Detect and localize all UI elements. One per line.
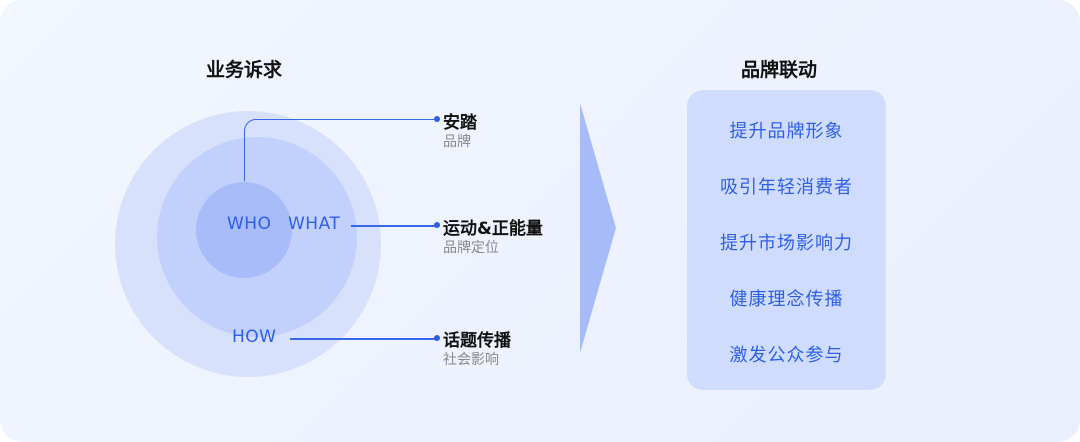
goal-item: 吸引年轻消费者 [720, 177, 853, 198]
left-heading: 业务诉求 [206, 59, 283, 81]
item-title-positioning: 运动&正能量 [443, 219, 543, 239]
who-connector-dot [434, 116, 440, 122]
item-subtitle-spread: 社会影响 [443, 352, 499, 368]
what-connector [351, 225, 437, 227]
who-circle [196, 182, 292, 278]
goal-item: 提升品牌形象 [729, 121, 844, 142]
who-label: WHO [227, 214, 272, 234]
item-subtitle-positioning: 品牌定位 [443, 240, 499, 256]
how-label: HOW [232, 327, 277, 347]
item-title-spread: 话题传播 [443, 331, 511, 351]
what-connector-dot [434, 222, 440, 228]
item-subtitle-brand: 品牌 [443, 134, 471, 150]
what-label: WHAT [288, 214, 341, 234]
who-connector [244, 119, 440, 181]
right-heading: 品牌联动 [741, 59, 818, 81]
how-connector [290, 338, 437, 340]
goals-panel: 提升品牌形象 吸引年轻消费者 提升市场影响力 健康理念传播 激发公众参与 [687, 90, 886, 390]
arrow-icon [580, 103, 616, 353]
item-title-brand: 安踏 [443, 113, 477, 133]
how-connector-dot [434, 335, 440, 341]
goal-item: 健康理念传播 [729, 289, 844, 310]
goal-item: 提升市场影响力 [720, 233, 853, 254]
goal-item: 激发公众参与 [729, 345, 844, 366]
